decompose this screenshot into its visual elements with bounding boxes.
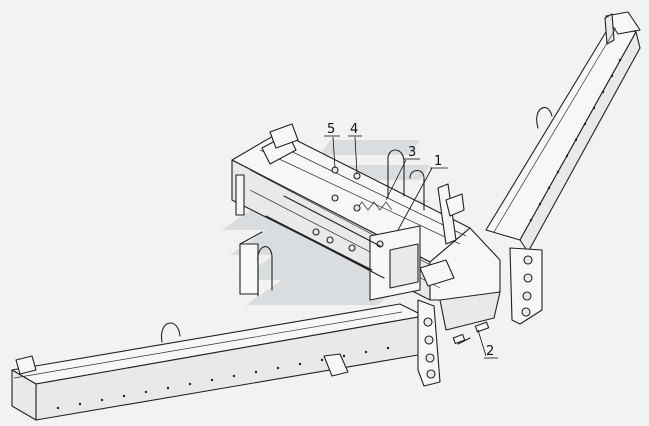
right-end-plate — [509, 247, 543, 325]
beam-rivets-right — [529, 58, 622, 222]
callout-label: 3 — [408, 145, 416, 160]
callout-3: 3 — [385, 145, 420, 201]
beam-rivets-left — [56, 346, 390, 410]
left-end-plate — [417, 299, 441, 387]
right-beam — [485, 11, 641, 253]
callout-1: 1 — [397, 154, 448, 231]
callout-label: 1 — [434, 154, 442, 169]
central-frame — [231, 123, 501, 331]
left-beam — [11, 303, 425, 421]
callout-2: 2 — [477, 329, 498, 359]
callout-4: 4 — [348, 122, 362, 175]
callout-label: 4 — [350, 122, 358, 137]
callout-label: 2 — [486, 344, 494, 359]
bolt — [452, 321, 490, 345]
callout-label: 5 — [327, 122, 335, 137]
callout-5: 5 — [324, 122, 340, 169]
